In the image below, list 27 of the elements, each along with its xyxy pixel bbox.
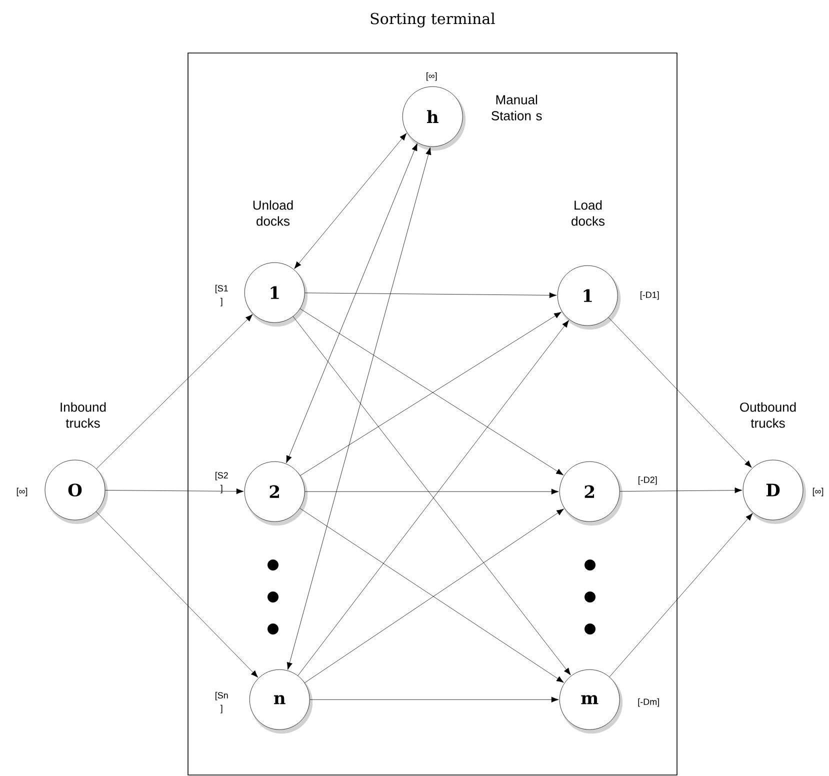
node-caption: [-Dm] <box>638 698 659 707</box>
arrow <box>286 143 418 464</box>
column-label: Unload docks <box>253 200 293 226</box>
arrow <box>96 511 258 678</box>
column-label: Load docks <box>572 200 605 226</box>
node-caption: Outbound trucks <box>740 402 796 428</box>
arrow <box>304 292 557 298</box>
arrow <box>609 513 753 678</box>
heading: Sorting terminal <box>370 12 495 28</box>
arrow <box>304 488 559 494</box>
arrow <box>310 696 559 702</box>
node-caption: [Sn ] <box>216 692 228 714</box>
arrow <box>620 487 742 494</box>
arrow <box>608 317 752 468</box>
node-caption: [S1 ] <box>216 284 228 306</box>
arrow <box>294 133 407 269</box>
node-caption: Manual Station s <box>492 94 542 120</box>
node-caption: [∞] <box>16 488 28 496</box>
node-caption: [∞] <box>812 488 824 496</box>
node-caption: [∞] <box>426 72 437 81</box>
arrow <box>96 314 253 469</box>
node-caption: [-D2] <box>638 476 657 485</box>
node-caption: Inbound trucks <box>60 402 106 428</box>
node-caption: [-D1] <box>640 291 659 300</box>
node-caption: [S2 ] <box>216 472 228 494</box>
arrow <box>286 147 432 670</box>
arrow <box>105 488 244 494</box>
